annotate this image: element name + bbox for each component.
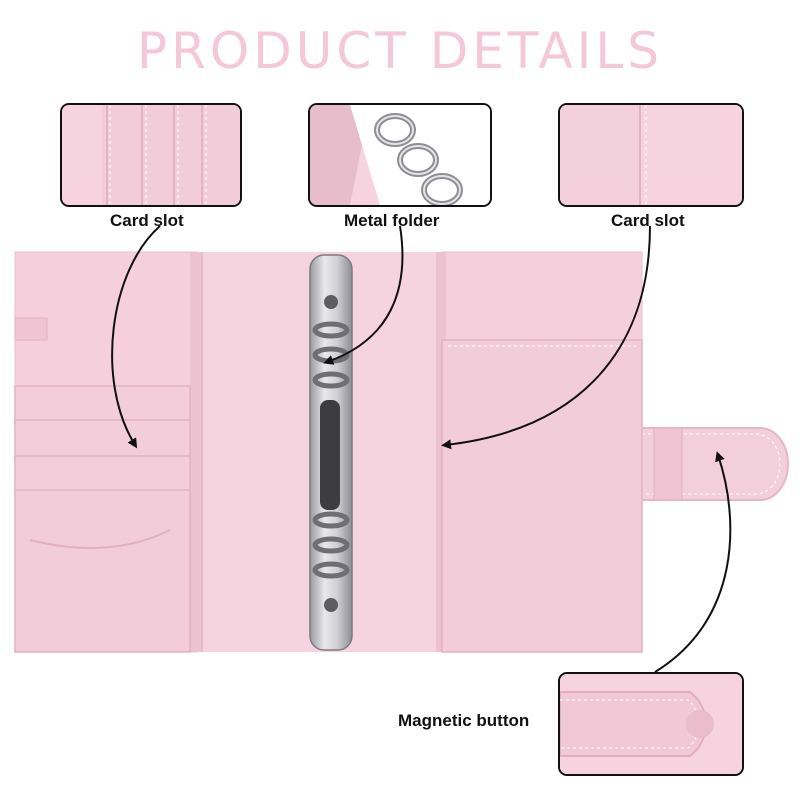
card-slot-right-arrow [441, 225, 651, 450]
metal-folder-detail-image [308, 103, 492, 207]
magnetic-button-label: Magnetic button [398, 711, 530, 730]
card-slot-right-label: Card slot [611, 211, 685, 230]
metal-folder-label: Metal folder [344, 211, 440, 230]
page-title: PRODUCT DETAILS [137, 22, 663, 80]
card-slot-left-label: Card slot [110, 211, 184, 230]
magnetic-button-arrow [654, 451, 732, 673]
metal-ring-binder [309, 254, 353, 651]
card-slot-right-detail-image [558, 103, 744, 207]
magnetic-button-detail-image [558, 672, 744, 776]
metal-folder-arrow [323, 225, 404, 365]
card-slot-detail-image [60, 103, 242, 207]
card-slot-left-arrow [111, 225, 161, 449]
magnetic-strap [629, 427, 789, 501]
